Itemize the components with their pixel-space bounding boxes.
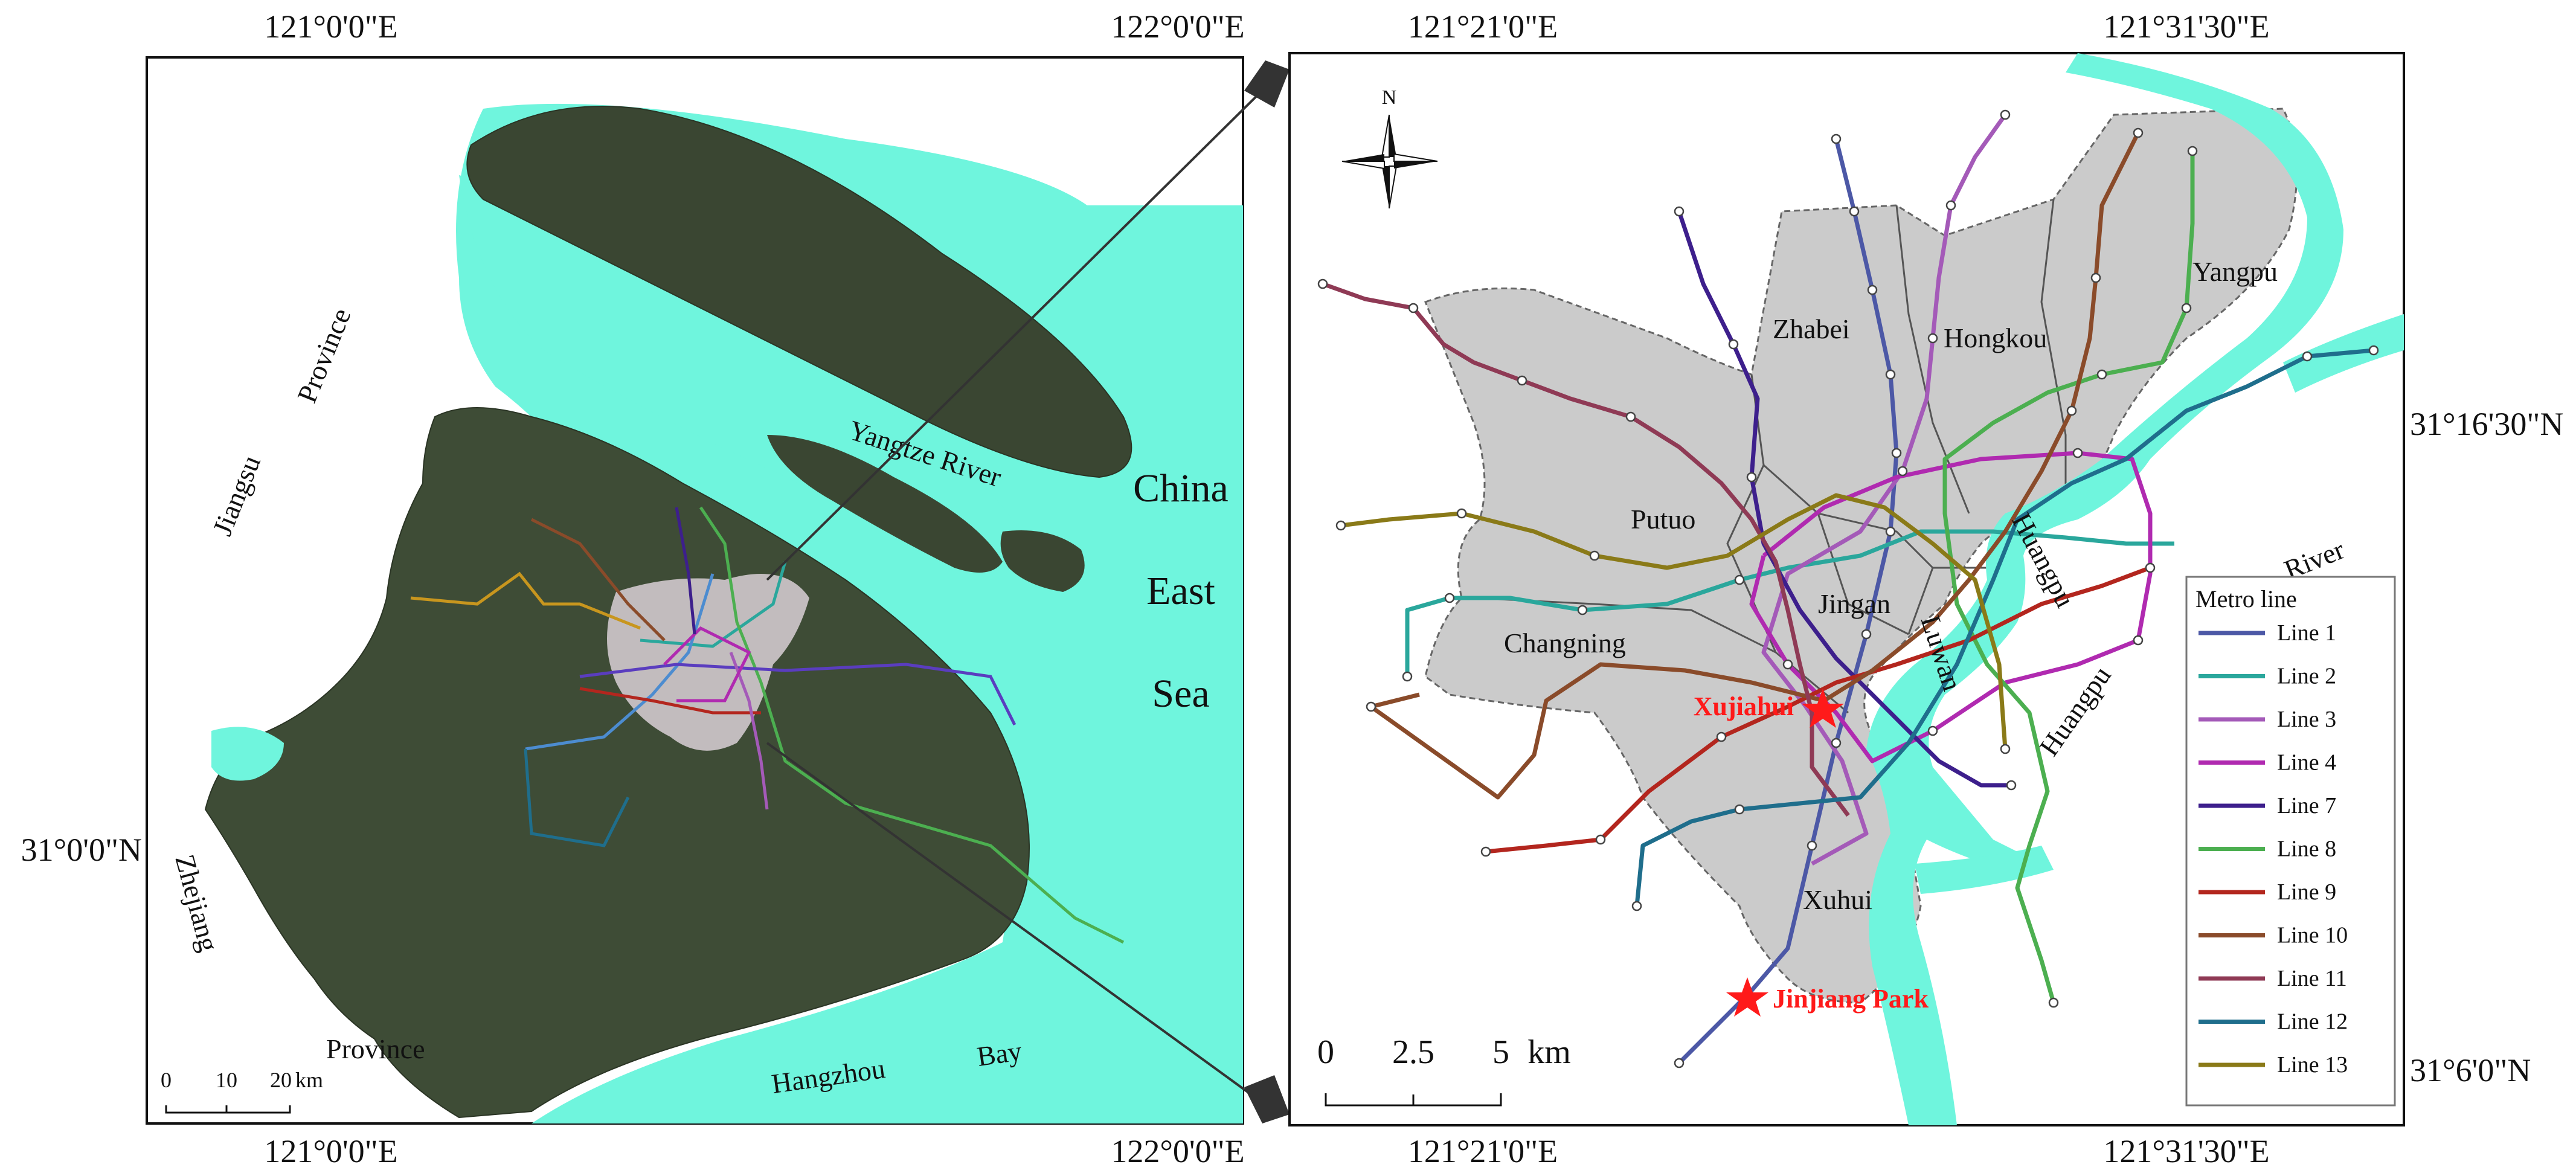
- legend-label: Line 8: [2277, 837, 2336, 862]
- metro-line-1: [1677, 138, 1899, 1065]
- legend-item: Line 3: [2199, 707, 2336, 732]
- site-star-icon: [1726, 977, 1768, 1017]
- legend-item: Line 2: [2199, 664, 2336, 689]
- legend-item: Line 12: [2199, 1009, 2348, 1035]
- legend-label: Line 12: [2277, 1009, 2348, 1035]
- site-jinjiang-park: Jinjiang Park: [1726, 977, 1929, 1017]
- district-xuhui: Xuhui: [1803, 884, 1872, 915]
- label-province-lower: Province: [326, 1033, 425, 1064]
- right-bottom-lon-1: 121°21'0"E: [1408, 1133, 1558, 1169]
- legend-item: Line 7: [2199, 793, 2336, 818]
- overview-scale-10: 10: [216, 1068, 237, 1092]
- north-arrow: N: [1341, 86, 1438, 209]
- legend-label: Line 1: [2277, 620, 2336, 646]
- district-putuo: Putuo: [1631, 504, 1695, 535]
- legend-label: Line 11: [2277, 966, 2347, 991]
- legend-item: Line 4: [2199, 750, 2336, 776]
- metro-line-7: [1677, 210, 2011, 788]
- left-bottom-lon-1: 121°0'0"E: [264, 1133, 397, 1169]
- legend-label: Line 2: [2277, 664, 2336, 689]
- metro-line-11: [1322, 281, 1850, 817]
- left-bottom-lon-2: 122°0'0"E: [1111, 1133, 1244, 1169]
- legend-label: Line 9: [2277, 879, 2336, 905]
- detail-scale-bar: 0 2.5 5 km: [1317, 1033, 1571, 1107]
- mainland-shanghai: [204, 407, 1030, 1119]
- metro-line-13: [1340, 493, 2008, 750]
- detail-scale-5: 5: [1492, 1033, 1509, 1071]
- legend-item: Line 10: [2199, 923, 2348, 948]
- legend-item: Line 11: [2199, 966, 2347, 991]
- district-boundaries: [1473, 199, 2067, 714]
- western-lake: [211, 727, 284, 781]
- district-jingan: Jingan: [1818, 588, 1890, 619]
- site-label-xujiahui: Xujiahui: [1694, 692, 1794, 721]
- district-hongkou: Hongkou: [1944, 323, 2047, 353]
- metro-line-3: [1761, 113, 2007, 866]
- overview-scale-unit: km: [295, 1068, 323, 1092]
- river-branch-south: [1915, 846, 2054, 894]
- legend-item: Line 1: [2199, 620, 2336, 646]
- overview-scale-0: 0: [161, 1068, 172, 1092]
- label-east: East: [1146, 569, 1215, 613]
- metro-lines: [1322, 113, 2374, 1065]
- legend-item: Line 13: [2199, 1052, 2348, 1078]
- label-bay: Bay: [975, 1035, 1023, 1072]
- district-changning: Changning: [1504, 628, 1626, 658]
- site-label-jinjiang-park: Jinjiang Park: [1773, 984, 1929, 1014]
- legend-label: Line 4: [2277, 750, 2336, 776]
- right-lat-label-1: 31°16'30"N: [2410, 406, 2563, 442]
- legend-items: Line 1 Line 2 Line 3 Line 4 Line 7 Line 8 Line…: [2199, 620, 2348, 1078]
- detail-scale-0: 0: [1317, 1033, 1334, 1071]
- left-lat-label: 31°0'0"N: [21, 832, 142, 868]
- zoom-connectors: [766, 60, 1290, 1123]
- label-china: China: [1133, 466, 1229, 510]
- right-lat-label-2: 31°6'0"N: [2410, 1052, 2531, 1088]
- right-top-lon-1: 121°21'0"E: [1408, 8, 1558, 45]
- right-top-lon-2: 121°31'30"E: [2103, 8, 2269, 45]
- metro-line-9: [1485, 565, 2151, 854]
- overview-scale-20: 20: [270, 1068, 292, 1092]
- metro-stations: [1317, 109, 2379, 1069]
- legend-title: Metro line: [2195, 585, 2297, 612]
- legend-label: Line 3: [2277, 707, 2336, 732]
- left-top-lon-1: 121°0'0"E: [264, 8, 397, 45]
- legend-item: Line 8: [2199, 837, 2336, 862]
- changxing-island: [767, 435, 1003, 573]
- metro-line-12: [1634, 348, 2374, 907]
- label-sea: Sea: [1152, 672, 1209, 716]
- overview-map: [146, 56, 1244, 1125]
- overview-metro-lines: [410, 506, 1125, 944]
- metro-line-10: [1369, 132, 2141, 800]
- district-yangpu: Yangpu: [2192, 256, 2278, 287]
- metro-line-8: [1942, 151, 2195, 1003]
- yangtze-estuary: [459, 175, 1027, 568]
- site-xujiahui: Xujiahui: [1694, 689, 1844, 728]
- site-star-icon: [1802, 689, 1844, 728]
- overview-scale-bar: 0 10 20 km: [161, 1068, 323, 1114]
- hengsha-island: [1000, 530, 1085, 592]
- district-zhabei: Zhabei: [1773, 313, 1850, 344]
- legend-item: Line 9: [2199, 879, 2336, 905]
- metro-line-2: [1405, 529, 2174, 676]
- legend-label: Line 7: [2277, 793, 2336, 818]
- detail-scale-unit: km: [1527, 1033, 1571, 1071]
- urban-core: [607, 574, 809, 751]
- north-label: N: [1382, 86, 1397, 109]
- left-top-lon-2: 122°0'0"E: [1111, 8, 1244, 45]
- right-bottom-lon-2: 121°31'30"E: [2103, 1133, 2269, 1169]
- legend-label: Line 13: [2277, 1052, 2348, 1078]
- detail-scale-2-5: 2.5: [1392, 1033, 1434, 1071]
- legend-label: Line 10: [2277, 923, 2348, 948]
